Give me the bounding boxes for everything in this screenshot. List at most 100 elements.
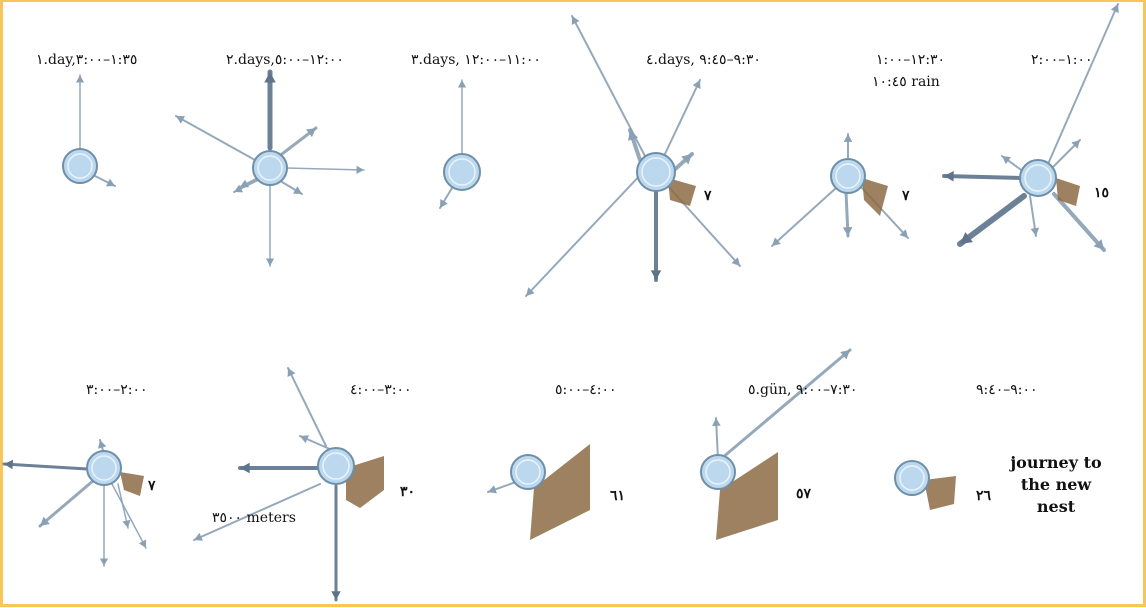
p2-trail-se-arrowhead xyxy=(293,186,302,194)
p6-trail-sw-arrowhead xyxy=(960,232,973,244)
p5-trail-up-arrowhead xyxy=(843,134,853,142)
p5-trail-sw-arrowhead xyxy=(772,237,781,246)
journey-note-line-3: nest xyxy=(1036,497,1076,516)
p2-nest-ring xyxy=(257,155,283,181)
p1-trail-se-arrowhead xyxy=(106,178,115,187)
panel-1-label: ١.day,١:٣٥–٣:٠٠ xyxy=(36,52,138,68)
p10-trail-ne-arrowhead xyxy=(840,350,850,360)
journey-note-line-1: journey to xyxy=(1010,453,1102,472)
panel-4-label: ٤.days, ٩:٣٠–٩:٤٥ xyxy=(646,52,761,68)
p1-trail-up-arrowhead xyxy=(75,75,85,83)
p7-trail-sw xyxy=(38,478,96,528)
p5-trail-sw xyxy=(771,187,837,247)
panel-9-label: ٤:٠٠–٥:٠٠ xyxy=(555,382,617,398)
journey-note-line-2: the new xyxy=(1020,475,1092,494)
p10-trail-up-arrowhead xyxy=(712,418,721,427)
p4-nest-ring xyxy=(641,157,671,187)
p2-trail-sw-arrowhead xyxy=(234,184,243,193)
p2-trail-nw xyxy=(175,115,256,161)
p8-trail-nw xyxy=(287,367,327,447)
p2-trail-e xyxy=(285,167,365,171)
p6-trail-w-arrowhead xyxy=(944,170,954,182)
p7-trail-w-arrowhead xyxy=(4,459,14,470)
panel-10-count: ٥٧ xyxy=(796,486,812,502)
panel-2-label: ٢.days,١٢:٠٠–٥:٠٠ xyxy=(226,52,344,68)
p6-trail-w xyxy=(942,174,1022,180)
p8-trail-down-arrowhead xyxy=(331,591,341,600)
p3-trail-up-arrowhead xyxy=(457,80,467,88)
p5-trail-down-arrowhead xyxy=(842,227,853,236)
p4-trail-ne xyxy=(663,79,701,157)
panel-8-label: ٣:٠٠–٤:٠٠ xyxy=(350,382,412,398)
p7-trail-se-arrowhead xyxy=(138,539,147,548)
p7-trail-down-arrowhead xyxy=(99,558,109,566)
p4-trail-sw xyxy=(525,169,646,297)
journey-note: journey to the new nest xyxy=(1004,452,1108,518)
panel-6-label: ١:٠٠–٢:٠٠ xyxy=(1031,52,1093,68)
panel-5-label: ١٢:٣٠–١:٠٠ xyxy=(876,52,946,68)
panel-8-count: ٣٠ xyxy=(400,484,416,500)
p7-rock xyxy=(120,472,144,496)
panel-5-count: ٧ xyxy=(902,188,910,204)
p11-rock xyxy=(924,476,956,510)
p3-trail-sw-arrowhead xyxy=(440,199,448,208)
p2-trail-e-arrowhead xyxy=(356,165,364,174)
p8-trail-nw2-arrowhead xyxy=(300,435,309,444)
panel-9-count: ٦١ xyxy=(610,488,626,504)
p6-trail-down-arrowhead xyxy=(1030,227,1040,236)
panel-3-label: ٣.days, ١١:٠٠–١٢:٠٠ xyxy=(411,52,541,68)
p5-trail-se-arrowhead xyxy=(899,229,908,238)
p2-trail-ne-arrowhead xyxy=(306,128,316,138)
p8-rock xyxy=(346,456,384,508)
panel-7-label: ٢:٠٠–٣:٠٠ xyxy=(86,382,148,398)
p6-trail-nw-arrowhead xyxy=(1002,156,1011,165)
p6-trail-sw xyxy=(957,193,1027,247)
p7-nest-ring xyxy=(91,455,117,481)
panel-8-distance: ٣٥٠٠ meters xyxy=(212,510,296,526)
p8-nest-ring xyxy=(322,452,350,480)
p2-trail-sw2-arrowhead xyxy=(240,179,249,188)
p2-trail-nw-arrowhead xyxy=(176,116,185,124)
panel-10-label: ٥.gün, ٧:٣٠–٩:٠٠ xyxy=(748,382,858,398)
p4-trail-nw-short-arrowhead xyxy=(628,130,639,141)
p2-trail-up-arrowhead xyxy=(264,72,276,83)
p5-nest-ring xyxy=(835,163,861,189)
p10-rock xyxy=(716,452,778,540)
p6-trail-ne-long xyxy=(1047,3,1119,165)
panel-11-label: ٩:٠٠–٩:٤٠ xyxy=(976,382,1038,398)
p6-trail-se xyxy=(1052,192,1106,252)
p3-nest-ring xyxy=(448,158,476,186)
p6-trail-ne-arrowhead xyxy=(1071,140,1080,149)
p7-trail-sw-arrowhead xyxy=(40,516,50,526)
p9-rock xyxy=(530,444,590,540)
p4-trail-down-arrowhead xyxy=(650,270,662,280)
p8-trail-nw-arrowhead xyxy=(287,368,296,377)
p7-trail-se2 xyxy=(117,483,129,529)
p11-nest-ring xyxy=(899,465,925,491)
panel-11-count: ٢٦ xyxy=(976,488,992,504)
p2-trail-down-arrowhead xyxy=(265,258,275,266)
p6-rock xyxy=(1056,178,1080,206)
p5-rock xyxy=(862,178,888,216)
p4-trail-ne-arrowhead xyxy=(692,80,701,89)
p1-nest-ring xyxy=(67,153,93,179)
p10-trail-ne xyxy=(720,348,852,460)
p10-nest-ring xyxy=(705,459,731,485)
panel-5-sublabel: ١٠:٤٥ rain xyxy=(872,74,940,90)
p4-trail-sw-arrowhead xyxy=(526,287,535,296)
p8-trail-sw xyxy=(193,483,321,541)
p7-trail-se2-arrowhead xyxy=(122,519,131,528)
p9-trail-w-arrowhead xyxy=(488,485,497,494)
panel-7-count: ٧ xyxy=(148,478,156,494)
p8-trail-sw-arrowhead xyxy=(194,532,203,541)
panel-6-count: ١٥ xyxy=(1094,185,1110,201)
p4-rock xyxy=(668,178,696,206)
p8-trail-w-arrowhead xyxy=(240,462,250,474)
p6-nest-ring xyxy=(1024,164,1052,192)
panel-4-count: ٧ xyxy=(704,188,712,204)
p4-trail-se-arrowhead xyxy=(731,257,740,266)
p4-trail-nw-arrowhead xyxy=(571,16,580,25)
p4-trail-ne-short-arrowhead xyxy=(681,154,692,165)
p7-trail-se xyxy=(111,483,147,549)
